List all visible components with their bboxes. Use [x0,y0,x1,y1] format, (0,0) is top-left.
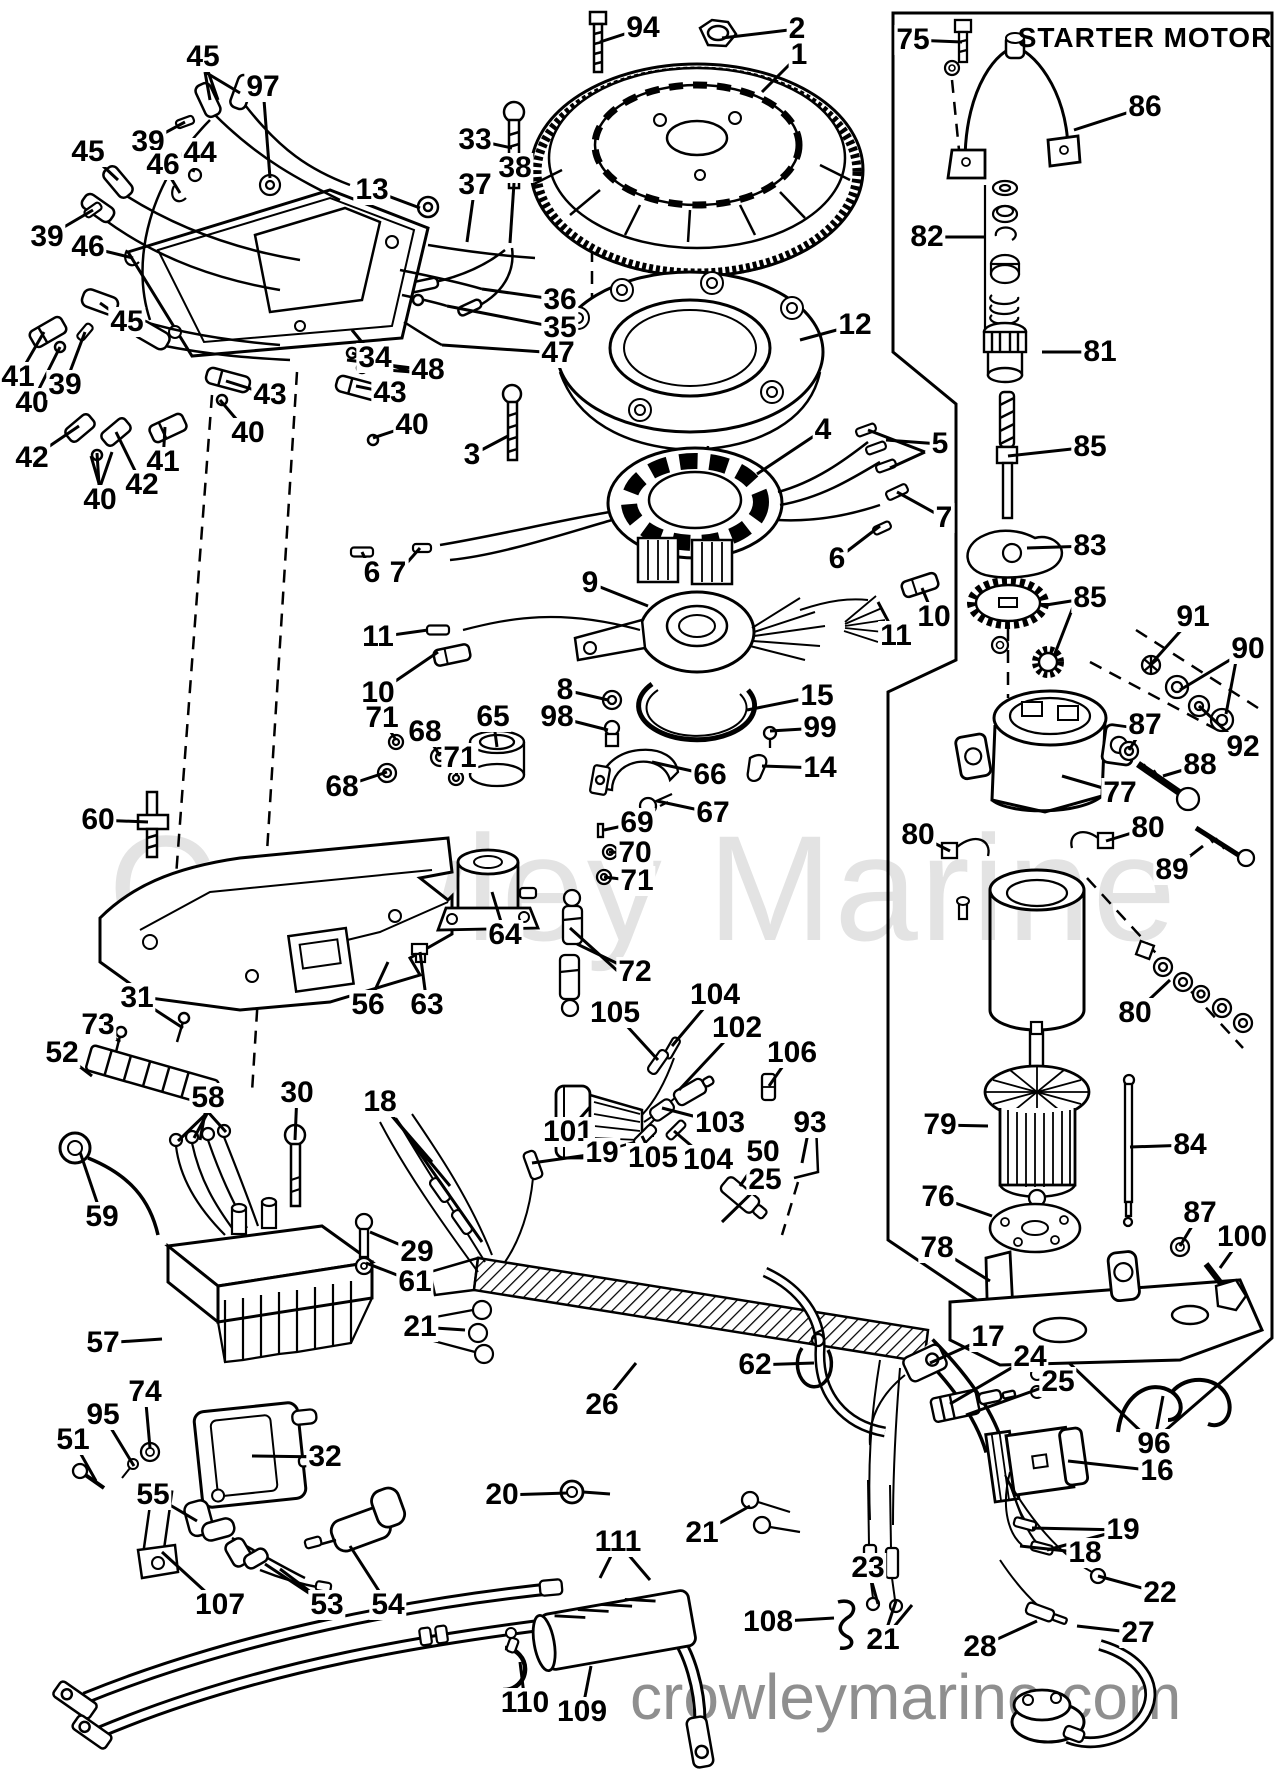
rectifier-57 [58,1123,376,1364]
stud-60 [136,790,170,859]
stator [606,446,784,586]
extra-leader-lines [89,70,1238,1629]
starter-motor-box [886,11,1274,1445]
bolt-94 [588,10,608,74]
starter-cap-86 [943,32,1082,180]
trigger-coil [425,571,940,674]
wires-bottom-right [862,1471,1157,1749]
flywheel-nut [698,18,738,48]
thru-bolt-84 [1122,1073,1136,1228]
ignition-wires [104,104,536,362]
drive-gear-81 [982,321,1028,384]
armature-shaft-85 [995,390,1019,520]
thrust-washer-83 [966,529,1064,579]
connector-24-25 [868,1343,1017,1446]
retaining-ring-15 [636,681,758,743]
end-plate-76 [988,1202,1082,1254]
website-text: crowleymarine.com [630,1661,1182,1733]
stator-leads [439,441,881,562]
gear-85-lower [967,577,1064,678]
brushes-80 [940,825,1256,1034]
battery-cables-111 [52,1479,856,1769]
armature-79 [983,1020,1091,1208]
clamp-62 [795,1328,834,1389]
power-pack-cover [125,188,430,358]
diagram-title: STARTER MOTOR [1017,22,1273,53]
field-case [956,868,1086,1032]
bolt-3 [501,383,523,462]
starter-bolt-75 [953,18,973,64]
links-37-38 [408,247,514,317]
flywheel [529,62,865,278]
fuse-assemblies-72 [558,888,584,1018]
drive-parts-82 [983,179,1021,346]
bracket-tray-56 [98,836,454,1012]
retainer-96 [1116,1377,1232,1433]
